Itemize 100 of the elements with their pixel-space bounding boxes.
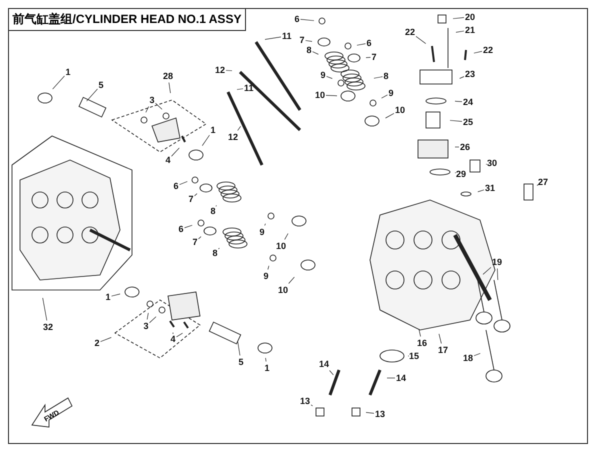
leader-line — [356, 43, 366, 46]
leader-line — [454, 146, 460, 148]
leader-line — [202, 134, 210, 146]
callout-number: 25 — [463, 116, 474, 128]
callout-number: 14 — [396, 372, 406, 384]
callout-number: 10 — [278, 284, 288, 296]
callout-number: 20 — [465, 12, 476, 22]
leader-line — [300, 19, 314, 21]
leader-line — [198, 236, 202, 240]
leader-line — [416, 36, 426, 44]
callout-number: 30 — [487, 158, 498, 168]
leader-line — [149, 316, 156, 324]
callout-number: 7 — [372, 52, 377, 62]
callout-number: 9 — [388, 88, 394, 98]
leader-line — [265, 358, 266, 362]
callout-number: 5 — [98, 80, 104, 90]
leader-line — [459, 76, 464, 79]
callout-number: 1 — [106, 292, 111, 302]
leader-line — [100, 337, 112, 342]
callout-number: 1 — [210, 124, 216, 136]
callout-number: 9 — [260, 226, 265, 238]
callout-number: 6 — [174, 180, 179, 192]
callout-number: 10 — [315, 90, 326, 100]
callout-number: 26 — [460, 142, 470, 152]
callout-number: 31 — [485, 182, 496, 194]
leader-line — [482, 267, 492, 275]
leader-line — [145, 106, 150, 113]
leader-line — [171, 148, 180, 157]
diagram-title: 前气缸盖组/CYLINDER HEAD NO.1 ASSY — [8, 8, 246, 31]
leader-line — [305, 40, 312, 42]
leader-line — [52, 76, 65, 90]
callout-number: 12 — [228, 132, 238, 142]
callout-number: 22 — [483, 44, 494, 56]
callout-number: 8 — [306, 44, 312, 56]
callout-number: 32 — [43, 322, 54, 332]
callout-number: 11 — [244, 82, 254, 94]
callout-number: 13 — [300, 396, 310, 406]
callout-number: 3 — [150, 94, 155, 106]
leader-line — [288, 276, 295, 284]
callout-number: 2 — [94, 338, 100, 348]
leader-line — [194, 193, 198, 196]
leader-line — [474, 51, 482, 54]
leader-line — [456, 30, 464, 33]
leader-line — [450, 120, 462, 122]
callout-number: 10 — [395, 104, 406, 116]
callout-number: 7 — [188, 194, 194, 204]
callout-number: 9 — [264, 270, 269, 282]
callout-number: 11 — [282, 30, 292, 42]
callout-number: 14 — [319, 358, 330, 370]
callout-number: 4 — [170, 334, 176, 344]
callout-number: 12 — [215, 64, 226, 76]
callout-number: 8 — [212, 248, 218, 258]
leader-line — [168, 82, 171, 94]
leader-line — [478, 190, 484, 192]
callout-number: 15 — [409, 350, 420, 362]
leader-line — [226, 70, 232, 72]
leader-line — [218, 248, 220, 250]
leader-line — [284, 233, 288, 240]
callout-number: 28 — [163, 70, 174, 82]
leader-line — [310, 404, 313, 406]
callout-number: 17 — [438, 344, 448, 356]
leader-line — [86, 88, 98, 102]
leader-line — [366, 57, 371, 58]
leader-line — [536, 184, 540, 186]
leader-line — [155, 102, 162, 110]
leader-line — [452, 17, 464, 19]
callout-number: 5 — [238, 356, 244, 368]
callout-number: 27 — [538, 176, 548, 188]
leader-line — [326, 76, 333, 79]
callout-number: 29 — [456, 168, 466, 180]
callout-number: 1 — [66, 66, 71, 78]
callout-number: 13 — [375, 408, 386, 420]
leader-line — [438, 334, 442, 344]
callout-number: 16 — [417, 338, 428, 348]
leader-line — [312, 51, 319, 55]
callout-number: 6 — [178, 224, 184, 234]
callout-number: 7 — [192, 236, 198, 248]
leader-line — [179, 181, 188, 185]
callout-number: 6 — [294, 14, 300, 24]
leader-line — [111, 294, 120, 296]
callout-number: 18 — [463, 352, 474, 364]
callout-number: 9 — [320, 70, 326, 80]
leader-line — [236, 88, 244, 90]
callout-number: 6 — [366, 38, 372, 48]
callout-number: 21 — [465, 24, 476, 36]
leader-line — [184, 224, 192, 228]
leader-line — [374, 76, 383, 79]
callout-number: 8 — [384, 70, 389, 82]
callout-number: 8 — [210, 206, 216, 216]
leader-line — [264, 223, 266, 226]
leader-line — [237, 340, 240, 356]
callout-number: 19 — [492, 256, 502, 268]
leader-line — [264, 36, 282, 40]
leader-line — [381, 94, 388, 98]
leader-line — [418, 328, 421, 337]
callout-number: 10 — [276, 240, 286, 252]
leader-line — [454, 100, 462, 102]
leader-line — [326, 94, 338, 96]
leader-line — [146, 312, 149, 320]
leader-line — [42, 298, 48, 321]
